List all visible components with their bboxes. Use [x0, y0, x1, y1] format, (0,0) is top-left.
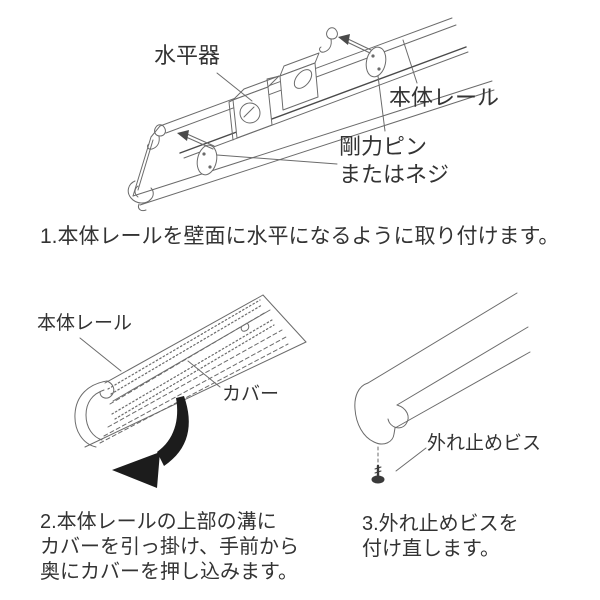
pin-needle [347, 39, 371, 53]
rail-bottom-lip [140, 90, 494, 205]
rail-c-channel-inner [135, 186, 138, 197]
screw-threads [375, 467, 381, 473]
arrow-head [112, 452, 160, 488]
rail-mounting-illustration [128, 18, 494, 211]
step2-line2: カバーを引っ掛け、手前から [40, 536, 299, 558]
rail3-bottom-edge [395, 352, 530, 428]
step2-line3: 奥にカバーを押し込みます。 [40, 561, 298, 583]
label-rail-bottom: 本体レール [37, 313, 133, 334]
pin-arrow-head [177, 130, 189, 141]
leader-screw [396, 448, 426, 471]
level-bubble-window [291, 66, 315, 91]
cover-hook-detail [241, 323, 249, 331]
rail-groove-line [180, 47, 466, 153]
screw-head [371, 475, 385, 484]
rail-end-face-inner [138, 140, 153, 190]
pin-needle [186, 134, 214, 149]
cover-dashed-lines [100, 312, 288, 443]
level-upper-front-face [280, 63, 318, 110]
pin-hole [377, 67, 381, 71]
rail3-top-edge [368, 293, 517, 383]
leader-pin-lower [217, 155, 337, 164]
pin-hole [371, 54, 375, 58]
step1-text: 1.本体レールを壁面に水平になるように取り付けます。 [40, 225, 560, 248]
cover-dot-texture [108, 300, 274, 419]
rail-end-face [133, 126, 160, 196]
hanger-hook-upper [320, 28, 338, 52]
rail3-end-cap [355, 383, 395, 444]
cover-end-inner [86, 390, 104, 440]
leader-cover [188, 361, 220, 387]
arrow-band [157, 396, 189, 466]
rail-c-channel [128, 181, 153, 203]
rail-bottom-edge [133, 81, 492, 196]
step3-text: 3.外れ止めビスを 付け直します。 [362, 512, 519, 562]
pin-hole [208, 165, 212, 169]
rail3-mid-line [397, 327, 528, 405]
level-vial-slash [244, 107, 254, 117]
pin-arrow-head [338, 34, 350, 45]
leader-level [217, 73, 252, 101]
pin-disc [195, 143, 220, 176]
mounting-pin-lower [177, 130, 219, 177]
leader-rail-bottom [80, 338, 121, 371]
mounting-pin-upper [338, 34, 388, 79]
leader-pin-upper [378, 76, 385, 131]
level-step-notch [267, 76, 280, 87]
level-vial-circle [240, 103, 260, 123]
label-cover: カバー [222, 384, 280, 405]
retaining-screw-illustration [355, 293, 530, 484]
label-screw: 外れ止めビス [427, 433, 542, 454]
cover-attach-illustration [75, 295, 306, 488]
rail3-end-curl [388, 405, 408, 428]
rail-groove-line2 [184, 52, 468, 158]
rail-c-channel-foot [138, 204, 146, 211]
level-left-edge [229, 100, 233, 140]
step3-line2: 付け直します。 [362, 538, 500, 560]
cover-end-cap [75, 381, 107, 447]
level-tool [229, 53, 319, 140]
cover-bottom-edge [85, 342, 306, 447]
cover-end-curl [100, 381, 114, 398]
step3-line1: 3.外れ止めビスを [362, 513, 519, 535]
step2-text: 2.本体レールの上部の溝に カバーを引っ掛け、手前から 奥にカバーを押し込みます… [40, 510, 299, 585]
pin-disc [364, 45, 389, 78]
label-pin-line1: 剛力ピン [339, 134, 428, 159]
pin-hole [202, 152, 206, 156]
cover-top-edge [105, 295, 263, 383]
hanger-hook-lower [148, 125, 166, 149]
screw-icon [371, 466, 385, 484]
push-arrow-icon [112, 396, 189, 488]
leader-rail-top [403, 40, 417, 83]
label-level: 水平器 [154, 43, 221, 68]
label-rail-top: 本体レール [389, 85, 500, 110]
step2-line1: 2.本体レールの上部の溝に [40, 511, 277, 533]
label-pin-line2: またはネジ [339, 162, 450, 187]
cover-end-cut [263, 295, 306, 342]
